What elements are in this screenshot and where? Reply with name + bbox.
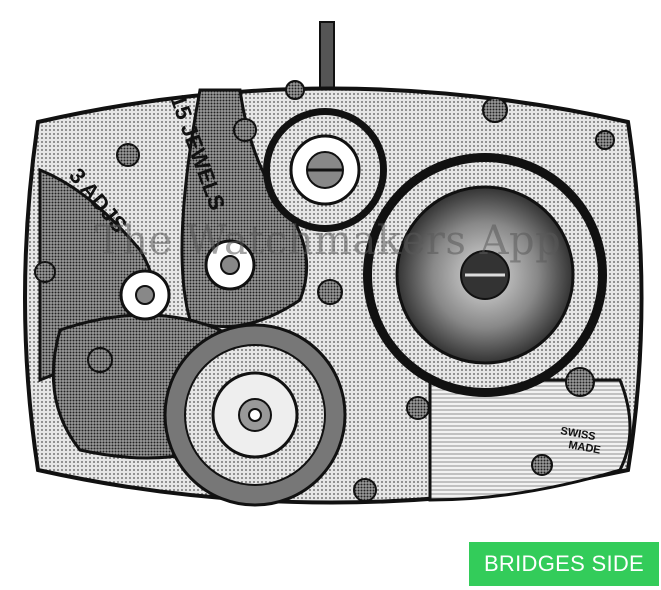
screw [317, 279, 343, 305]
screw [353, 478, 377, 502]
screw [531, 454, 553, 476]
view-label-badge: BRIDGES SIDE [469, 542, 659, 586]
made-engraving: MADE [567, 439, 601, 456]
fourth-wheel [204, 239, 256, 291]
escape-wheel [119, 269, 171, 321]
crown-stem [319, 21, 335, 93]
third-wheel [263, 108, 387, 232]
right-lower-bridge [428, 378, 632, 502]
screws [34, 80, 615, 502]
screw [285, 80, 305, 100]
screw [87, 347, 113, 373]
screw [116, 143, 140, 167]
barrel-wheel [363, 153, 607, 397]
balance-wheel [163, 323, 347, 507]
screw [595, 130, 615, 150]
screw [406, 396, 430, 420]
screw [482, 97, 508, 123]
watermark-text: The Watchmakers App [95, 218, 562, 264]
screw [34, 261, 56, 283]
screw [233, 118, 257, 142]
screw [565, 367, 595, 397]
